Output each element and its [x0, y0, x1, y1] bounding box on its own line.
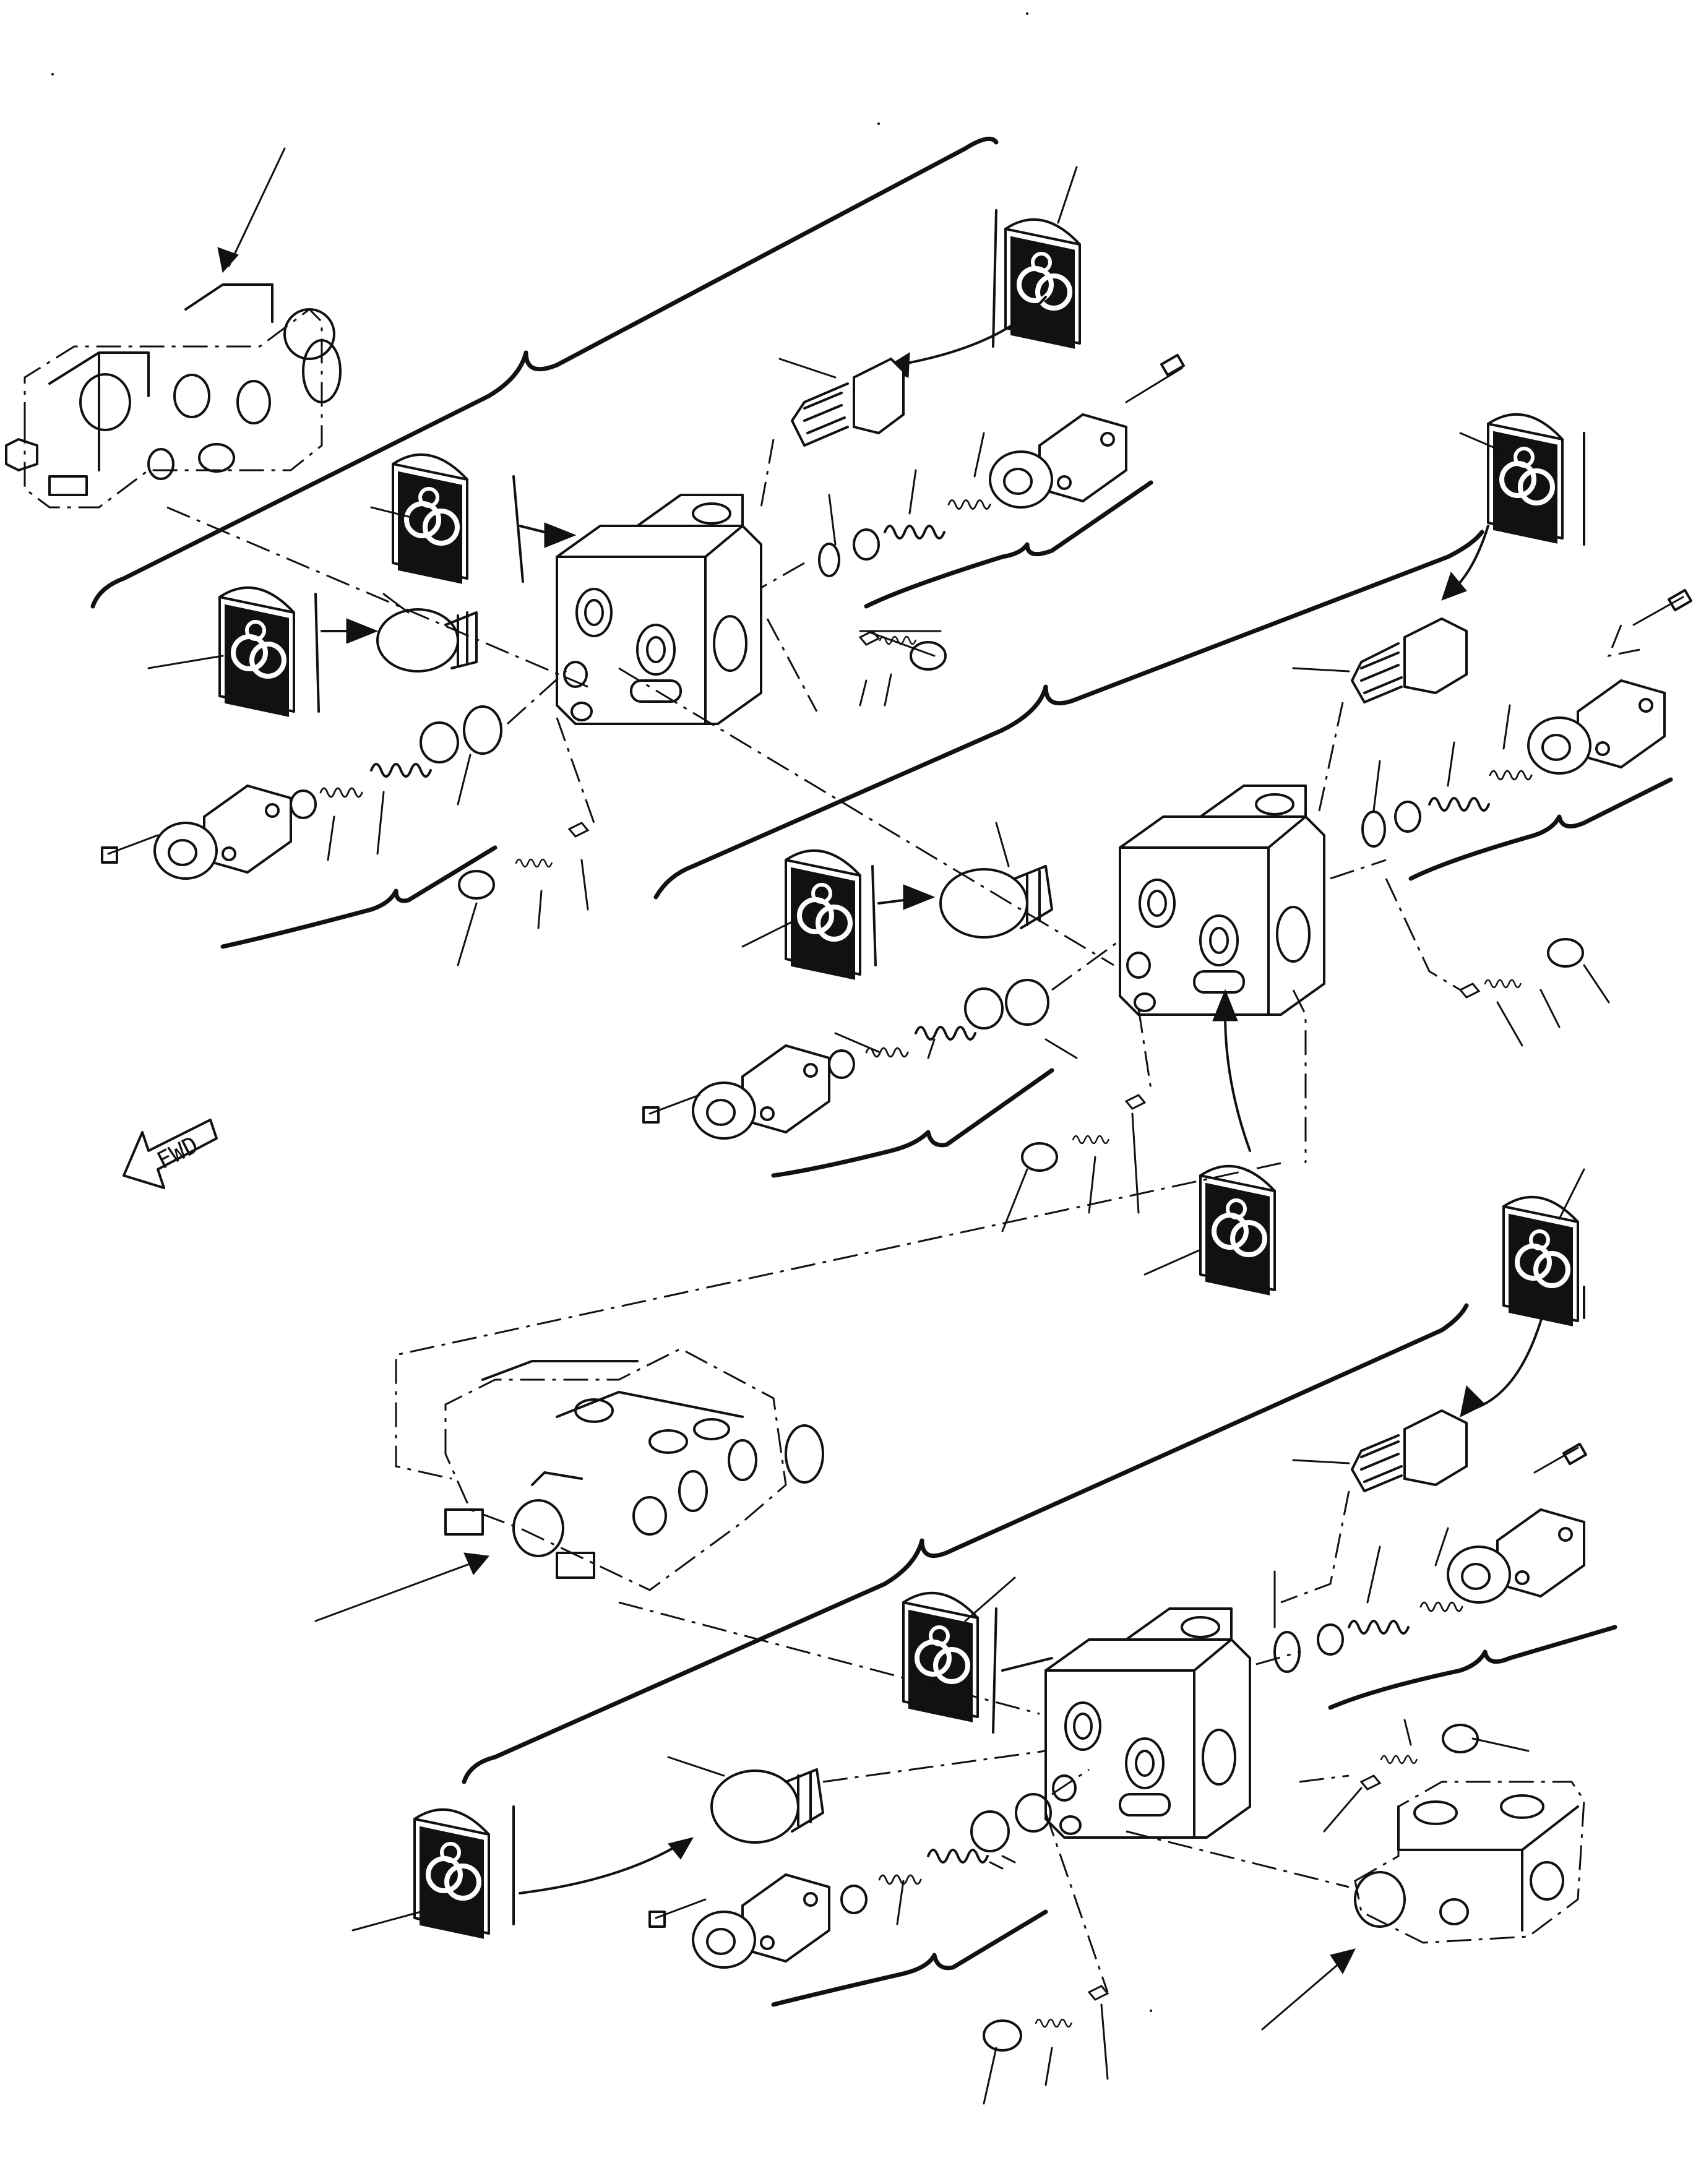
service-tag-icon	[393, 455, 467, 584]
service-tag-icon	[903, 1593, 978, 1722]
relief-plug-top-right	[791, 357, 905, 447]
service-tag-icon	[220, 588, 294, 717]
valve-section-middle	[1119, 785, 1325, 1016]
relief-plug-bottom-left	[710, 1768, 824, 1844]
service-tag-icon	[786, 851, 860, 980]
spool-parts-top-left	[101, 705, 502, 880]
assembly-middle	[395, 415, 1692, 1480]
check-parts-bottom-right	[1359, 1724, 1479, 1791]
check-parts-top-bottom	[458, 822, 590, 900]
check-parts-middle-bottom	[1021, 1094, 1147, 1172]
brace-bottom	[462, 1303, 1469, 1784]
fwd-arrow-icon: FWD	[123, 1119, 218, 1189]
spool-parts-top-right	[818, 353, 1185, 577]
relief-plug-bottom-right	[1351, 1409, 1468, 1492]
check-parts-bottom-bottom	[983, 1985, 1109, 2052]
brace-middle	[653, 530, 1484, 900]
end-cap-top-left	[153, 785, 292, 880]
service-tag-icon	[415, 1810, 489, 1939]
relief-plug-middle-right	[1351, 617, 1468, 703]
service-tag-icon	[1006, 220, 1080, 349]
check-parts-middle-right	[1458, 938, 1584, 999]
spool-parts-middle-left	[642, 979, 1049, 1140]
assembly-top	[5, 136, 1185, 966]
relief-plug-middle-left	[939, 865, 1053, 939]
valve-section-bottom	[1044, 1607, 1251, 1839]
end-section-overview	[1354, 1781, 1585, 1944]
end-cap-bottom-left	[692, 1873, 830, 1969]
end-cap-top-right	[989, 413, 1127, 509]
assembly-overview-top	[5, 283, 342, 509]
end-cap-middle-left	[692, 1044, 830, 1140]
service-tag-icon	[1488, 415, 1562, 544]
assembly-bottom	[314, 1168, 1617, 2105]
assembly-overview-bottom	[444, 1348, 824, 1591]
service-tag-icon	[1504, 1197, 1578, 1326]
valve-section-top	[556, 494, 762, 725]
check-parts-top	[858, 630, 947, 671]
end-cap-bottom-right	[1447, 1508, 1585, 1604]
relief-plug-top-left	[376, 608, 478, 673]
end-cap-middle-right	[1527, 679, 1666, 775]
brace-top	[90, 136, 999, 609]
spool-parts-middle-right	[1361, 588, 1692, 848]
service-tag-icon	[1200, 1166, 1275, 1296]
spool-parts-bottom-left	[648, 1793, 1052, 1969]
